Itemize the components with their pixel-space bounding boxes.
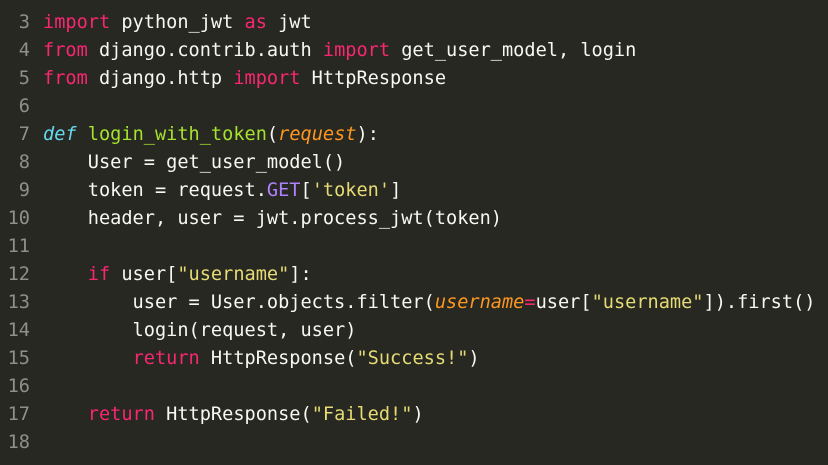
code-line[interactable]: 10 header, user = jwt.process_jwt(token) <box>0 205 815 233</box>
code-text: return HttpResponse("Success!") <box>43 345 480 373</box>
code-line[interactable]: 16 <box>0 373 815 401</box>
code-line[interactable]: 18 <box>0 429 815 457</box>
code-token: import <box>322 40 391 61</box>
code-token: if <box>87 264 111 285</box>
code-token: = <box>524 292 536 313</box>
code-text: return HttpResponse("Failed!") <box>43 401 424 429</box>
code-text: from django.http import HttpResponse <box>43 65 446 93</box>
line-number: 10 <box>7 208 30 229</box>
code-token: [ <box>300 180 312 201</box>
code-text: def login_with_token(request): <box>43 121 379 149</box>
line-number: 3 <box>18 12 30 33</box>
code-text: user = User.objects.filter(username=user… <box>43 289 816 317</box>
code-text: from django.contrib.auth import get_user… <box>43 37 636 65</box>
code-token <box>77 124 88 145</box>
code-token: HttpResponse( <box>199 348 357 369</box>
code-token: import <box>43 12 111 33</box>
code-token: def <box>43 124 77 145</box>
code-token: username <box>434 292 525 313</box>
code-token: ) <box>468 348 480 369</box>
code-token: django.http <box>87 68 234 89</box>
code-token: user = User.objects.filter( <box>43 292 435 313</box>
code-token: from <box>43 68 88 89</box>
code-token: "username" <box>591 292 704 313</box>
code-line[interactable]: 3 import python_jwt as jwt <box>0 9 815 37</box>
line-number: 12 <box>7 264 30 285</box>
line-number: 17 <box>7 404 30 425</box>
code-line[interactable]: 12 if user["username"]: <box>0 261 815 289</box>
line-number: 18 <box>7 432 30 453</box>
code-line[interactable]: 7 def login_with_token(request): <box>0 121 815 149</box>
code-token: HttpResponse( <box>154 404 312 425</box>
code-line[interactable]: 15 return HttpResponse("Success!") <box>0 345 815 373</box>
line-number: 9 <box>18 180 30 201</box>
code-token: user[ <box>535 292 592 313</box>
line-number: 4 <box>18 40 30 61</box>
code-token: import <box>233 68 301 89</box>
code-editor[interactable]: 2 3 import python_jwt as jwt 4 from django.c… <box>0 0 816 457</box>
code-token: user[ <box>110 264 178 285</box>
code-line[interactable]: 9 token = request.GET['token'] <box>0 177 815 205</box>
code-token <box>43 264 88 285</box>
line-number: 6 <box>18 96 30 117</box>
code-token: return <box>87 404 155 425</box>
code-text: login(request, user) <box>43 317 357 345</box>
line-number: 5 <box>18 68 30 89</box>
code-token: request <box>278 124 357 145</box>
code-line[interactable]: 14 login(request, user) <box>0 317 815 345</box>
code-token: login(request, user) <box>43 320 357 341</box>
line-number: 2 <box>0 0 43 9</box>
code-text: if user["username"]: <box>43 261 312 289</box>
line-number: 16 <box>7 376 30 397</box>
code-token: as <box>244 12 267 33</box>
code-token: login_with_token <box>87 124 267 145</box>
code-token: ] <box>390 180 402 201</box>
code-line[interactable]: 6 <box>0 93 815 121</box>
line-number: 7 <box>18 124 30 145</box>
code-token: python_jwt <box>110 12 245 33</box>
line-number: 15 <box>7 348 30 369</box>
code-line[interactable]: 13 user = User.objects.filter(username=u… <box>0 289 816 317</box>
code-line[interactable]: 5 from django.http import HttpResponse <box>0 65 815 93</box>
code-token: token = request. <box>43 180 267 201</box>
line-number: 14 <box>7 320 30 341</box>
code-token: header, user = jwt.process_jwt(token) <box>43 208 502 229</box>
code-token: django.contrib.auth <box>87 40 323 61</box>
code-token <box>43 348 133 369</box>
code-line[interactable]: 4 from django.contrib.auth import get_use… <box>0 37 815 65</box>
code-token: get_user_model, login <box>390 40 637 61</box>
code-text: token = request.GET['token'] <box>43 177 402 205</box>
code-token: "username" <box>177 264 290 285</box>
code-line[interactable]: 17 return HttpResponse("Failed!") <box>0 401 815 429</box>
code-line[interactable]: 11 <box>0 233 815 261</box>
code-token: ) <box>412 404 424 425</box>
code-token: ]: <box>289 264 312 285</box>
code-token: 'token' <box>311 180 391 201</box>
code-token: ): <box>356 124 379 145</box>
code-line[interactable]: 2 <box>0 0 815 9</box>
code-token: "Success!" <box>356 348 469 369</box>
code-line[interactable]: 8 User = get_user_model() <box>0 149 815 177</box>
code-token: ( <box>266 124 279 145</box>
code-token <box>43 404 88 425</box>
code-text: header, user = jwt.process_jwt(token) <box>43 205 502 233</box>
code-text: import python_jwt as jwt <box>43 9 312 37</box>
line-number: 13 <box>7 292 30 313</box>
code-token: User = get_user_model() <box>43 152 346 173</box>
code-token: return <box>132 348 200 369</box>
code-token: "Failed!" <box>311 404 413 425</box>
code-token: jwt <box>266 12 312 33</box>
code-token: from <box>43 40 88 61</box>
line-number: 11 <box>7 236 30 257</box>
line-number: 8 <box>18 152 30 173</box>
code-token: GET <box>266 180 301 201</box>
code-text: User = get_user_model() <box>43 149 345 177</box>
code-token: ]).first() <box>703 292 816 313</box>
code-token: HttpResponse <box>300 68 447 89</box>
